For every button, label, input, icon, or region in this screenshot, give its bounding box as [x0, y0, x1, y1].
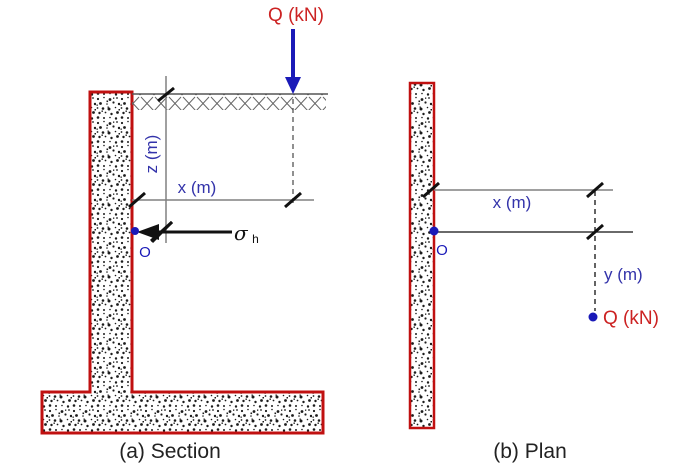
dimension-tick — [586, 181, 604, 199]
plan-load-label: Q (kN) — [603, 308, 659, 329]
dimension-tick — [422, 181, 440, 199]
ground-hatch — [132, 94, 326, 110]
plan-x-dimension-label: x (m) — [493, 193, 532, 212]
section-point-o-marker — [131, 227, 139, 235]
z-dimension-label: z (m) — [142, 135, 161, 174]
plan-point-o-marker — [429, 226, 439, 236]
plan-wall — [408, 81, 436, 430]
sigma-symbol: σ — [234, 221, 249, 245]
plan-view: x (m) y (m) O Q (kN) (b) Plan — [408, 81, 659, 463]
stress-arrow-icon — [137, 224, 159, 240]
plan-point-o-label: O — [436, 242, 448, 259]
plan-load-point-marker — [588, 312, 598, 322]
stress-label: σ h — [234, 221, 259, 246]
plan-caption: (b) Plan — [493, 440, 567, 463]
section-caption: (a) Section — [119, 440, 221, 463]
section-load-label: Q (kN) — [268, 5, 324, 26]
dimension-tick — [128, 191, 146, 209]
sigma-subscript: h — [252, 232, 259, 246]
section-x-dimension-label: x (m) — [178, 178, 217, 197]
plan-y-dimension-label: y (m) — [604, 265, 643, 284]
dimension-tick — [157, 86, 175, 103]
section-point-o-label: O — [139, 244, 151, 261]
section-retaining-wall — [40, 90, 325, 435]
section-view: Q (kN) z (m) x (m) σ h — [40, 5, 328, 463]
load-arrow-icon — [285, 77, 301, 94]
dimension-tick — [150, 220, 174, 244]
dimension-tick — [284, 191, 302, 209]
